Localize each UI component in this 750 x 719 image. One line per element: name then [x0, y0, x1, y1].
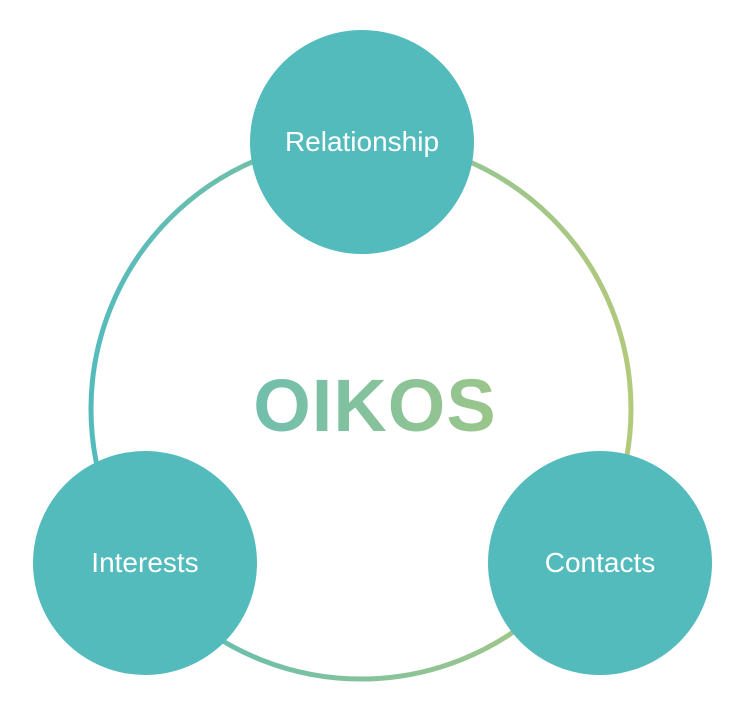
- node-interests: Interests: [33, 451, 257, 675]
- center-title: OIKOS: [175, 355, 575, 455]
- node-contacts-label: Contacts: [544, 547, 656, 578]
- node-contacts: Contacts: [488, 451, 712, 675]
- node-interests-label: Interests: [91, 547, 199, 578]
- node-relationship-label: Relationship: [284, 126, 440, 157]
- node-relationship: Relationship: [250, 30, 474, 254]
